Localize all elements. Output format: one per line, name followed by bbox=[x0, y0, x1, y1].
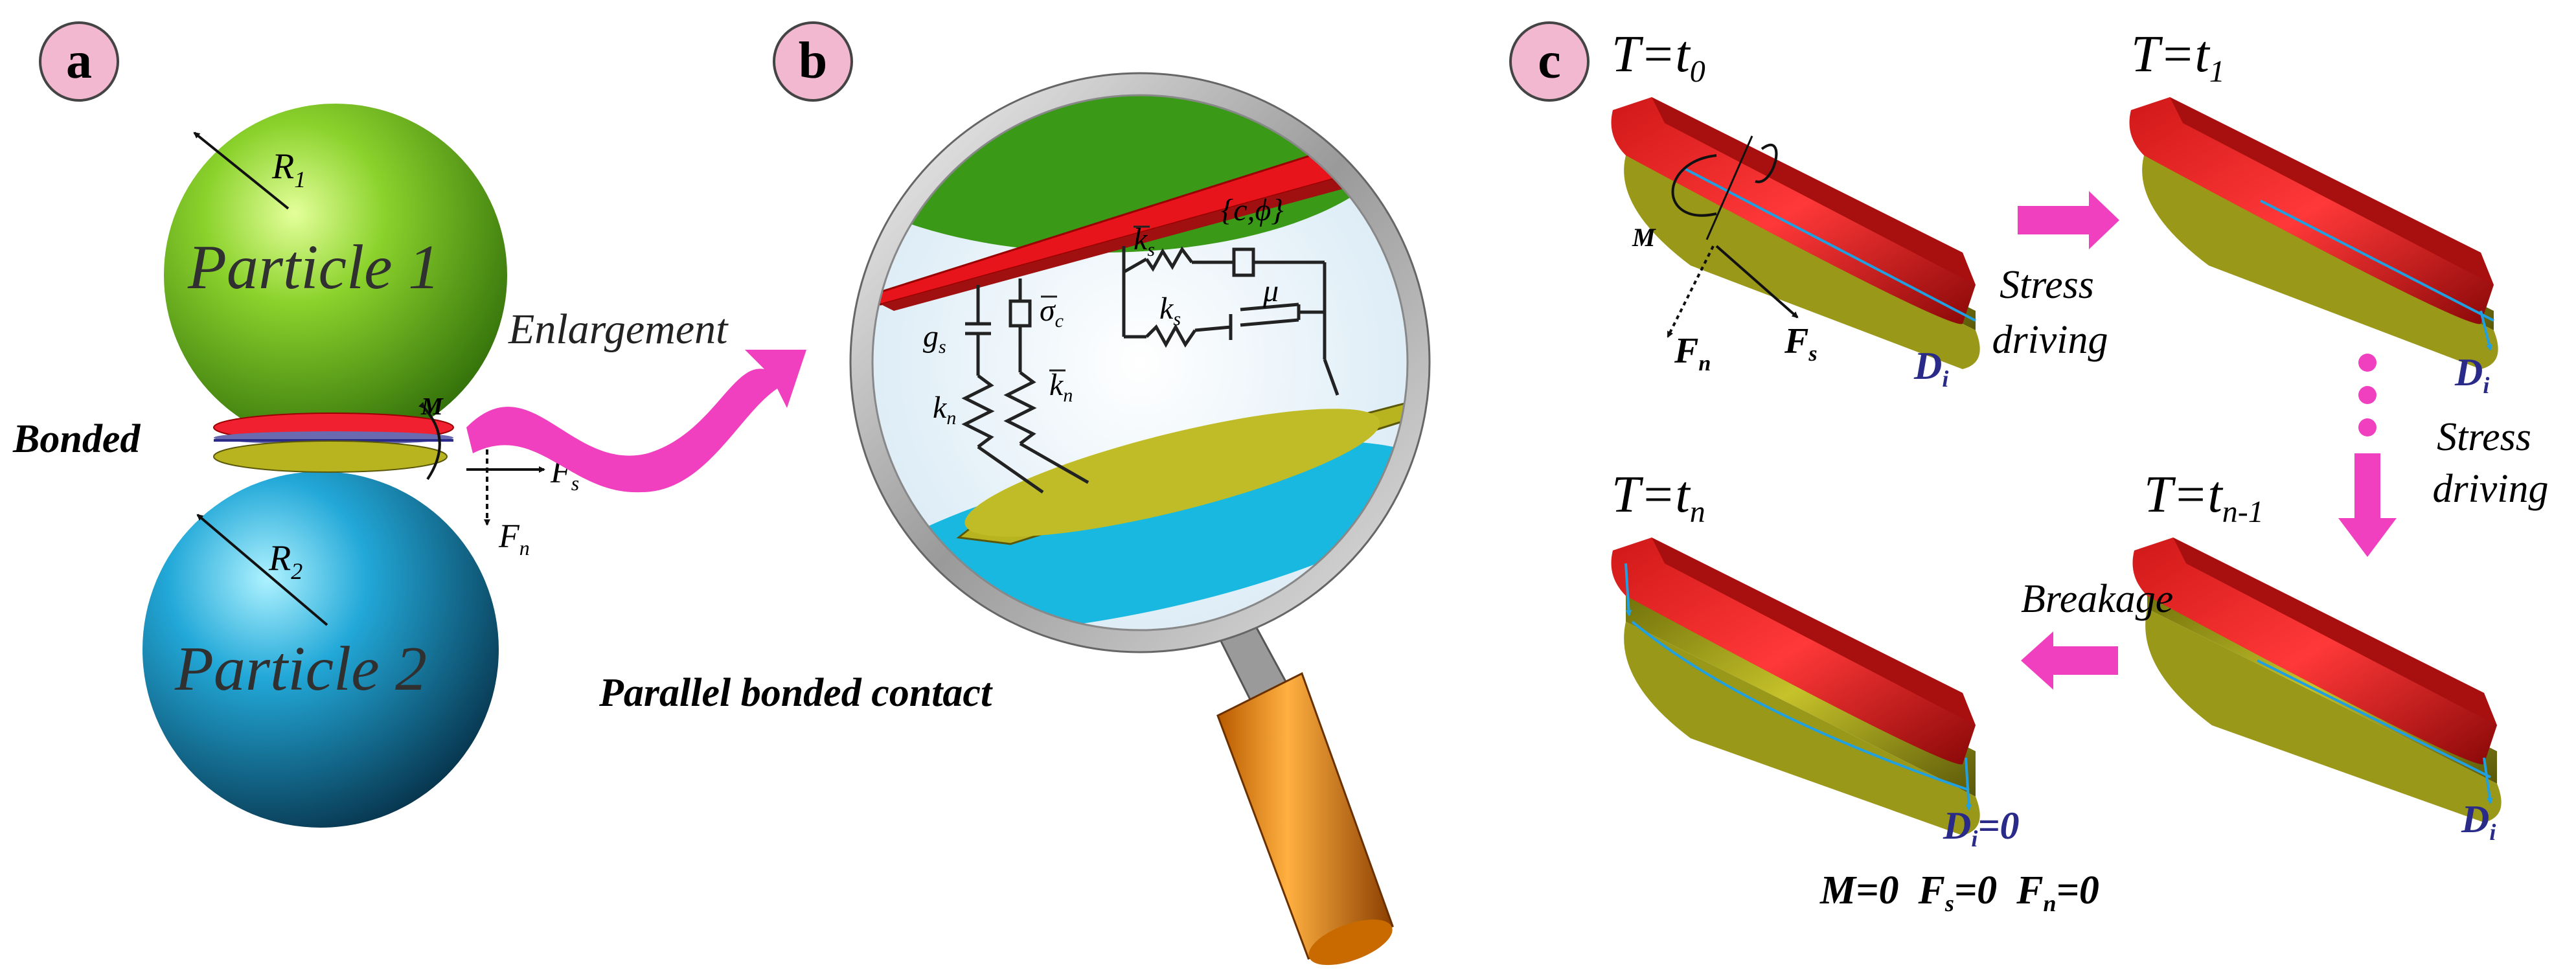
r1-arrow bbox=[193, 131, 290, 210]
t0-fs-arrow bbox=[1715, 245, 1799, 319]
panel-c-label: c bbox=[1509, 21, 1590, 102]
parallel-bonded-caption: Parallel bonded contact bbox=[598, 671, 993, 715]
r1-label: R1 bbox=[271, 146, 306, 192]
particle-2-sphere bbox=[142, 471, 499, 828]
gs-label: gs bbox=[923, 319, 946, 357]
breakage-label: Breakage bbox=[2021, 577, 2173, 621]
t0-moment-arc bbox=[1671, 143, 1778, 217]
t0-moment-axis bbox=[1705, 135, 1753, 240]
kn-left-label: kn bbox=[933, 391, 956, 429]
disk-t1 bbox=[2129, 97, 2498, 369]
disk-t0 bbox=[1611, 97, 1980, 369]
magnifier-handle bbox=[1200, 585, 1394, 966]
t0-fn-arrow bbox=[1667, 245, 1715, 338]
stress-driving-1b: driving bbox=[1992, 318, 2108, 362]
stress-driving-2a: Stress bbox=[2437, 415, 2531, 459]
stress-arrow-right bbox=[2018, 191, 2119, 249]
t0-label: T=t0 bbox=[1612, 26, 1705, 89]
t0-fn-label: Fn bbox=[1674, 331, 1711, 376]
t1-label: T=t1 bbox=[2131, 26, 2225, 89]
moment-arc bbox=[418, 402, 441, 481]
tn-label: T=tn bbox=[1612, 466, 1705, 529]
tn-di-zero-label: Di=0 bbox=[1943, 804, 2020, 852]
t0-fs-label: Fs bbox=[1784, 321, 1818, 366]
c-phi-label: {c,ϕ} bbox=[1221, 193, 1284, 227]
moment-label: M bbox=[420, 393, 444, 420]
tn1-label: T=tn-1 bbox=[2144, 466, 2264, 529]
bond-disks bbox=[213, 413, 454, 473]
breakage-arrow-left bbox=[2021, 631, 2118, 690]
stress-arrow-down bbox=[2338, 453, 2397, 557]
ks-top-label: ks bbox=[1134, 222, 1155, 260]
r2-label: R2 bbox=[268, 538, 302, 584]
svg-text:a: a bbox=[66, 32, 92, 89]
panel-c: c T=t0 T=t1 T=tn T=tn-1 M Fn Fs Di Di Di bbox=[1509, 21, 2549, 916]
r2-arrow bbox=[196, 514, 328, 626]
stress-driving-2b: driving bbox=[2432, 467, 2548, 511]
mu-label: μ bbox=[1262, 274, 1279, 308]
t1-di-label: Di bbox=[2454, 351, 2489, 398]
svg-text:b: b bbox=[799, 32, 828, 89]
sigma-c-label: σc bbox=[1040, 293, 1064, 332]
enlargement-arrow bbox=[466, 350, 806, 493]
panel-a-label: a bbox=[39, 21, 119, 102]
kn-right-label: kn bbox=[1049, 368, 1073, 406]
tn1-di-label: Di bbox=[2461, 798, 2496, 845]
disk-tn bbox=[1611, 538, 1980, 835]
particle-2-label: Particle 2 bbox=[174, 634, 427, 704]
stress-driving-1a: Stress bbox=[2000, 263, 2094, 307]
enlargement-label: Enlargement bbox=[508, 306, 729, 353]
particle-1-sphere bbox=[164, 104, 507, 447]
svg-text:c: c bbox=[1538, 32, 1561, 89]
magnifier-ring bbox=[850, 73, 1430, 652]
ks-mid-label: ks bbox=[1159, 291, 1181, 330]
ellipsis-dots bbox=[2358, 354, 2377, 436]
disk-tn1 bbox=[2132, 538, 2502, 822]
particle-1-label: Particle 1 bbox=[187, 232, 440, 302]
t0-m-label: M bbox=[1632, 223, 1656, 252]
panel-b: b bbox=[598, 21, 1431, 966]
panel-a: a R1 R2 Particle 1 Particle 2 M Fs Fn Bo… bbox=[12, 21, 806, 828]
circuit-diagram bbox=[961, 246, 1339, 494]
fn-label: Fn bbox=[498, 518, 530, 560]
bonded-label: Bonded bbox=[12, 417, 141, 461]
t0-di-label: Di bbox=[1913, 345, 1948, 392]
panel-b-label: b bbox=[773, 21, 853, 102]
